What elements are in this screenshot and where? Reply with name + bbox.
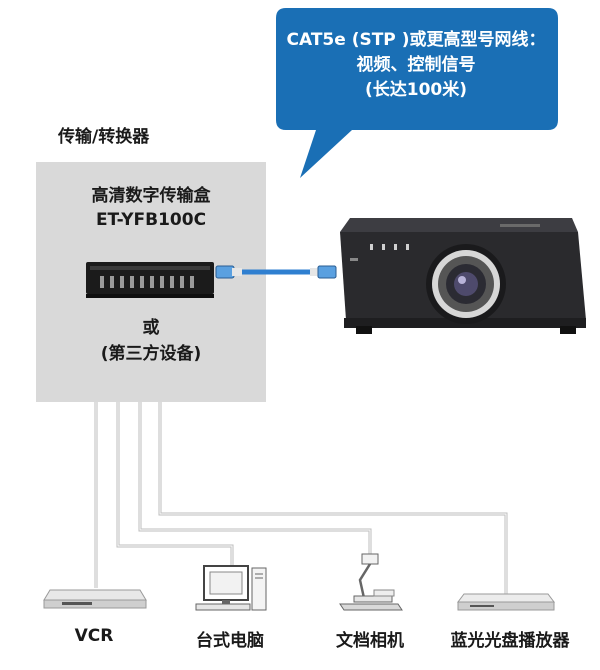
signal-wires: [96, 402, 506, 594]
document-camera-icon: [340, 554, 402, 610]
projector-image: [340, 218, 586, 334]
wire-desktop: [118, 402, 232, 566]
converter-model: ET-YFB100C: [36, 208, 266, 232]
transmission-box-overlay: [86, 262, 216, 302]
callout-line-1: CAT5e (STP )或更高型号网线：: [278, 28, 554, 53]
device-label-vcr: VCR: [64, 626, 124, 646]
device-label-doc-camera: 文档相机: [320, 626, 420, 651]
device-label-desktop: 台式电脑: [180, 626, 280, 651]
device-label-bluray: 蓝光光盘播放器: [430, 626, 590, 651]
vcr-icon: [44, 590, 146, 608]
converter-title: 高清数字传输盒: [36, 184, 266, 208]
callout-line-2: 视频、控制信号: [278, 53, 554, 78]
wire-doc-camera: [140, 402, 370, 556]
converter-third-party: (第三方设备): [36, 342, 266, 366]
cable-overlay: [214, 262, 340, 286]
bluray-player-icon: [458, 594, 554, 610]
callout-text: CAT5e (STP )或更高型号网线： 视频、控制信号 (长达100米): [278, 28, 554, 103]
converter-or: 或: [36, 316, 266, 340]
desktop-computer-icon: [196, 566, 266, 610]
signal-wires-inner: [96, 402, 506, 594]
converter-section-label: 传输/转换器: [58, 122, 149, 147]
callout-line-3: (长达100米): [278, 78, 554, 103]
